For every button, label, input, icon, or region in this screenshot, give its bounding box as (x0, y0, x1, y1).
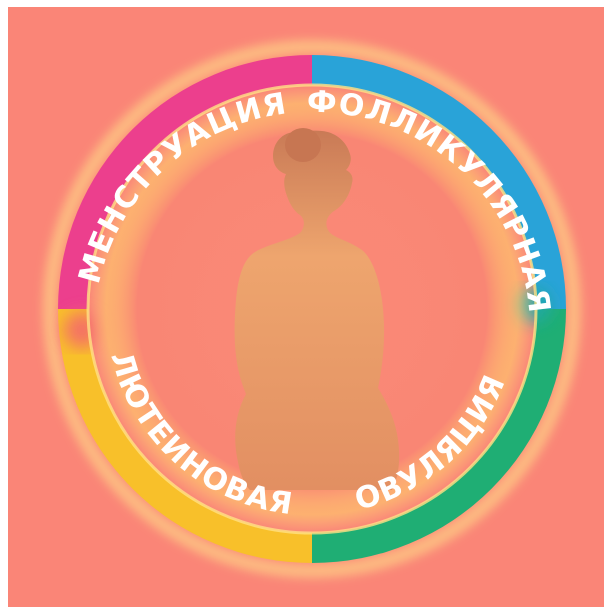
image-frame: МЕНСТРУАЦИЯ ФОЛЛИКУЛЯРНАЯ ОВУЛЯЦИЯ ЛЮТЕИ… (0, 0, 612, 615)
cycle-diagram: МЕНСТРУАЦИЯ ФОЛЛИКУЛЯРНАЯ ОВУЛЯЦИЯ ЛЮТЕИ… (0, 0, 612, 615)
